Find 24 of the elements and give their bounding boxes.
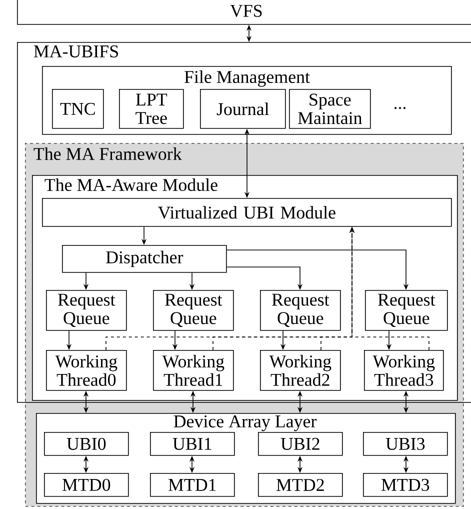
queue-box: Request Queue [365,290,448,331]
module-box: Virtualized UBI Module [42,198,452,227]
ubi-box: UBI1 [150,432,235,456]
ubi-box: UBI2 [258,432,343,456]
mtd-box: MTD0 [44,473,129,497]
component-box: Journal [200,89,286,129]
ubi-box: UBI0 [44,432,129,456]
thread-box: Working Thread2 [260,350,341,391]
mtd-box: MTD3 [363,473,448,497]
mtd-box: MTD1 [150,473,235,497]
component-box: TNC [52,89,104,129]
component-box: LPT Tree [119,89,184,129]
ubi-box: UBI3 [363,432,448,456]
queue-box: Request Queue [153,290,234,331]
thread-box: Working Thread0 [46,350,127,391]
thread-box: Working Thread1 [153,350,234,391]
ellipsis-text: ... [394,106,406,110]
dispatcher-box: Dispatcher [62,245,227,273]
queue-box: Request Queue [260,290,341,331]
component-box: Space Maintain [289,89,371,129]
layer-box: VFS [17,0,471,25]
mtd-box: MTD2 [258,473,343,497]
queue-box: Request Queue [46,290,127,331]
thread-box: Working Thread3 [364,350,444,391]
